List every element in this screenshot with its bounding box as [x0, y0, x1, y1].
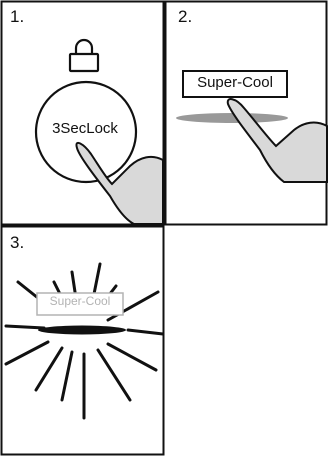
3seclock-button-label: 3SecLock	[30, 120, 140, 137]
lock-icon	[70, 40, 98, 71]
press-shadow-2	[176, 113, 288, 123]
supercool-button-label-3: Super-Cool	[37, 294, 123, 308]
hand-2	[228, 99, 327, 182]
panel-3-frame	[2, 227, 164, 455]
burst-lines	[6, 264, 163, 418]
step-number-1: 1.	[10, 8, 24, 25]
step-number-3: 3.	[10, 234, 24, 251]
step-number-2: 2.	[178, 8, 192, 25]
press-shadow-3	[38, 326, 126, 335]
supercool-button-label-2: Super-Cool	[184, 74, 286, 91]
